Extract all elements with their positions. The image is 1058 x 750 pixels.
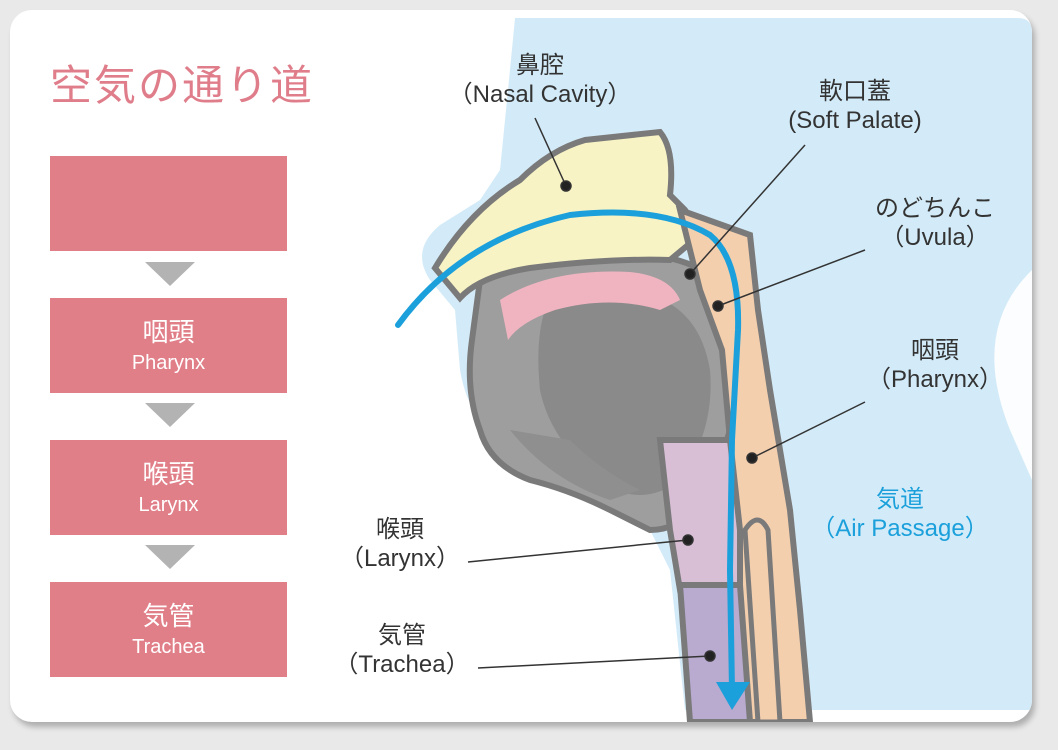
label-jp: 気道 — [876, 485, 924, 513]
label-en: （Nasal Cavity） — [448, 81, 632, 108]
neck-back — [994, 270, 1032, 480]
label-en: (Soft Palate) — [788, 107, 922, 134]
label-jp: のどちんこ — [875, 194, 995, 222]
label-en: （Larynx） — [339, 545, 461, 572]
label-pharynx: 咽頭 （Pharynx） — [845, 335, 1025, 395]
label-jp: 気管 — [378, 621, 426, 649]
flow-step-label-jp: 咽頭 — [142, 317, 195, 348]
air-path-line — [395, 209, 742, 693]
flow-step-pharynx: 咽頭 Pharynx — [50, 298, 287, 393]
air-path-arrowhead — [716, 682, 750, 710]
flow-step-nasal — [50, 156, 287, 251]
label-nasal-cavity: 鼻腔 （Nasal Cavity） — [430, 50, 650, 110]
lower-jaw — [510, 430, 640, 500]
diagram-card: 空気の通り道 咽頭 Pharynx 喉頭 Larynx 気管 Trachea 鼻… — [10, 10, 1032, 722]
flow-step-label-jp: 気管 — [142, 601, 195, 632]
flow-step-label-en: Larynx — [138, 493, 199, 516]
label-trachea: 気管 （Trachea） — [322, 620, 482, 680]
label-soft-palate: 軟口蓋 (Soft Palate) — [755, 76, 955, 136]
pharynx-shape — [675, 205, 814, 722]
flow-arrow-down-icon — [145, 262, 195, 286]
label-jp: 軟口蓋 — [819, 77, 891, 105]
label-uvula: のどちんこ （Uvula） — [845, 193, 1025, 253]
label-jp: 鼻腔 — [516, 51, 564, 79]
airway-diagram — [395, 18, 1032, 722]
label-jp: 咽頭 — [911, 336, 959, 364]
label-air-passage: 気道 （Air Passage） — [810, 484, 990, 544]
flow-arrow-down-icon — [145, 403, 195, 427]
flow-step-label-en: Pharynx — [131, 351, 206, 374]
flow-step-larynx: 喉頭 Larynx — [50, 440, 287, 535]
flow-arrow-down-icon — [145, 545, 195, 569]
flow-step-label-en: Trachea — [132, 635, 205, 658]
leader-lines — [467, 117, 866, 669]
label-en: （Uvula） — [880, 224, 990, 251]
label-larynx: 喉頭 （Larynx） — [325, 514, 475, 574]
palate-pink — [500, 271, 680, 340]
flow-step-trachea: 気管 Trachea — [50, 582, 287, 677]
label-en: （Trachea） — [334, 651, 470, 678]
label-en: （Pharynx） — [866, 366, 1004, 393]
flow-step-label-jp: 喉頭 — [142, 459, 195, 490]
label-en: （Air Passage） — [811, 515, 989, 542]
page-title: 空気の通り道 — [50, 61, 315, 110]
label-jp: 喉頭 — [376, 515, 424, 543]
esophagus — [742, 517, 783, 722]
